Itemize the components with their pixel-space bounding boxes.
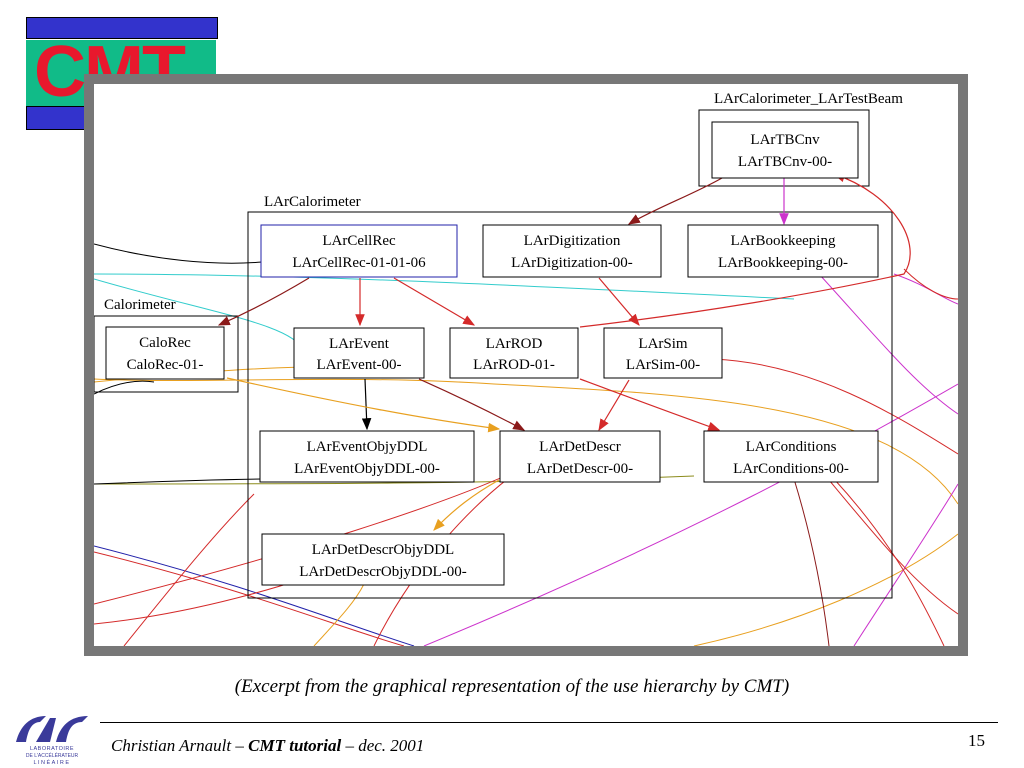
node-calorec[interactable]: CaloRec CaloRec-01- [105,326,225,380]
background-edges [94,243,958,646]
svg-text:LArEvent-00-: LArEvent-00- [317,357,402,373]
diagram-canvas: LArCalorimeter_LArTestBeam LArCalorimete… [94,84,958,646]
node-larcellrec[interactable]: LArCellRec LArCellRec-01-01-06 [260,224,458,278]
cmt-logo-top-bar [26,17,218,39]
svg-text:LArTBCnv: LArTBCnv [750,132,820,148]
svg-text:LArDigitization-00-: LArDigitization-00- [511,255,633,271]
svg-text:LArSim: LArSim [638,336,688,352]
svg-text:LArDigitization: LArDigitization [524,233,621,249]
cluster-larcal-label: LArCalorimeter [264,194,361,210]
node-lartbcnv[interactable]: LArTBCnv LArTBCnv-00- [711,121,859,179]
figure-caption: (Excerpt from the graphical representati… [234,676,790,697]
svg-text:LArEventObjyDDL: LArEventObjyDDL [307,439,428,455]
svg-text:DE L'ACCÉLÉRATEUR: DE L'ACCÉLÉRATEUR [26,752,79,759]
cluster-calo-label: Calorimeter [104,297,176,313]
node-larevent[interactable]: LArEvent LArEvent-00- [293,327,425,379]
footer-author: Christian Arnault – [111,736,249,755]
dependency-edges [217,172,911,531]
lal-logo: LABORATOIRE DE L'ACCÉLÉRATEUR LINÉAIRE [16,716,88,766]
cluster-testbeam-label: LArCalorimeter_LArTestBeam [714,91,903,107]
svg-text:LArBookkeeping: LArBookkeeping [731,233,836,249]
svg-text:LArDetDescr: LArDetDescr [539,439,621,455]
svg-text:LArConditions: LArConditions [746,439,837,455]
node-lardetdescr[interactable]: LArDetDescr LArDetDescr-00- [499,430,661,483]
svg-text:LArCellRec-01-01-06: LArCellRec-01-01-06 [292,255,426,271]
svg-text:LArEventObjyDDL-00-: LArEventObjyDDL-00- [294,461,440,477]
page-number: 15 [968,731,985,750]
footer-title: CMT tutorial [248,736,342,755]
node-larrod[interactable]: LArROD LArROD-01- [449,327,579,379]
svg-text:LArSim-00-: LArSim-00- [626,357,700,373]
svg-text:LArCellRec: LArCellRec [322,233,396,249]
svg-text:LArConditions-00-: LArConditions-00- [733,461,849,477]
node-larbookkeeping[interactable]: LArBookkeeping LArBookkeeping-00- [687,224,879,278]
cluster-larcal-box [247,211,893,599]
svg-text:LArROD: LArROD [486,336,543,352]
svg-text:CaloRec-01-: CaloRec-01- [127,357,204,373]
node-lareventobjyddl[interactable]: LArEventObjyDDL LArEventObjyDDL-00- [259,430,475,483]
svg-text:LABORATOIRE: LABORATOIRE [30,746,74,752]
cluster-calo-box [94,315,239,393]
svg-text:LArDetDescr-00-: LArDetDescr-00- [527,461,633,477]
node-larconditions[interactable]: LArConditions LArConditions-00- [703,430,879,483]
svg-text:LArDetDescrObjyDDL: LArDetDescrObjyDDL [312,542,454,558]
footer-credit: Christian Arnault – CMT tutorial – dec. … [111,736,424,756]
node-lardigitization[interactable]: LArDigitization LArDigitization-00- [482,224,662,278]
svg-text:LINÉAIRE: LINÉAIRE [33,759,70,766]
svg-text:LArBookkeeping-00-: LArBookkeeping-00- [718,255,848,271]
svg-text:LArEvent: LArEvent [329,336,390,352]
node-lardetdescrobjyddl[interactable]: LArDetDescrObjyDDL LArDetDescrObjyDDL-00… [261,533,505,586]
footer-divider [100,722,998,723]
svg-text:LArROD-01-: LArROD-01- [473,357,555,373]
node-larsim[interactable]: LArSim LArSim-00- [603,327,723,379]
footer-date: – dec. 2001 [341,736,425,755]
svg-text:LArTBCnv-00-: LArTBCnv-00- [738,154,832,170]
svg-text:LArDetDescrObjyDDL-00-: LArDetDescrObjyDDL-00- [299,564,466,580]
svg-text:CaloRec: CaloRec [139,335,191,351]
